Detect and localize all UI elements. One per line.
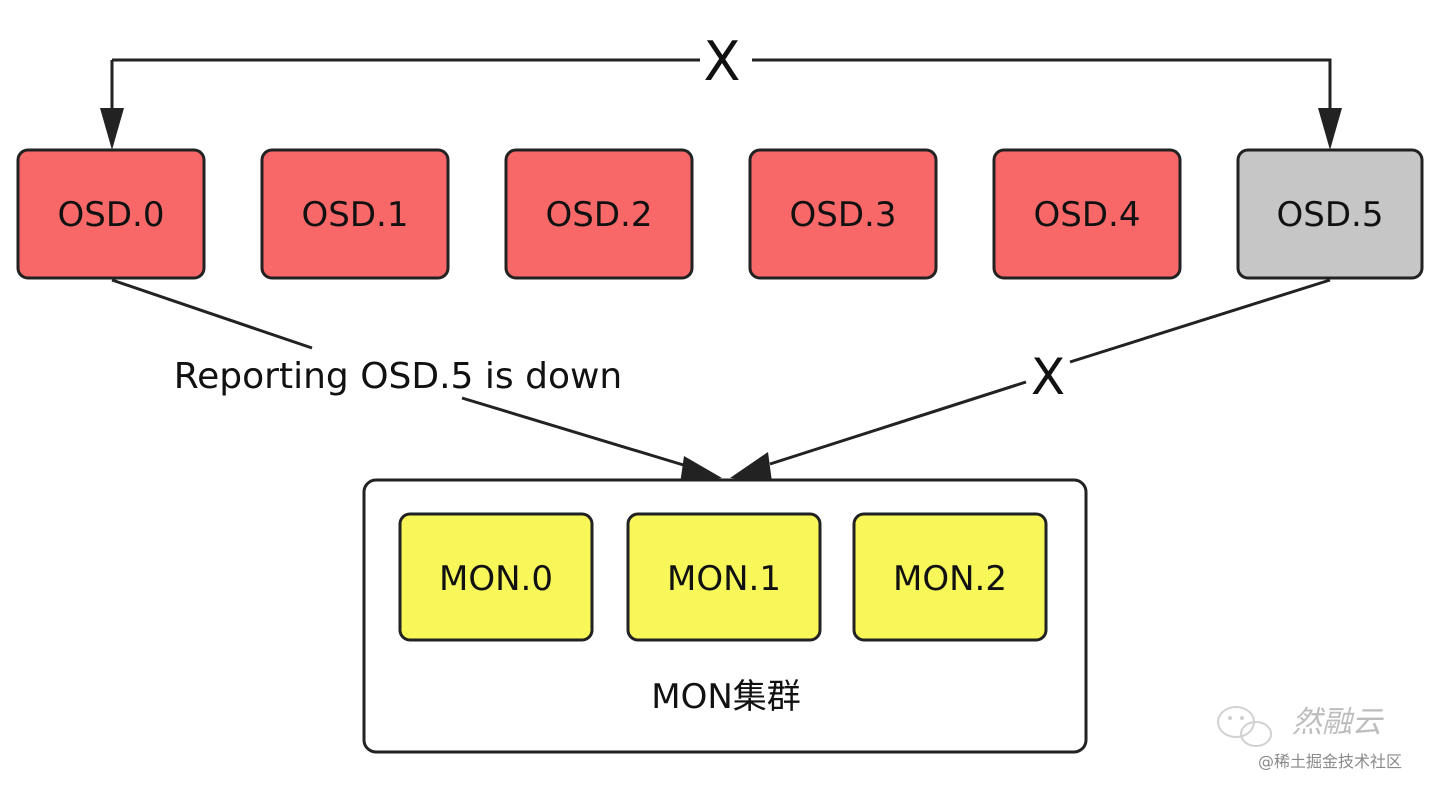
mon-node-2-box: [852, 512, 1048, 642]
mon-node-1: MON.1: [626, 512, 822, 642]
mon-node-1-label: MON.1: [667, 559, 781, 599]
osd-node-2-box: [504, 148, 694, 280]
osd0-osd5-heartbeat-connector: X: [100, 30, 1342, 150]
mon-node-1-box: [626, 512, 822, 642]
osd5-cross-mark: X: [1031, 348, 1065, 406]
osd-node-5-label: OSD.5: [1277, 195, 1384, 235]
watermark-brand: 然融云: [1292, 705, 1384, 740]
osd-node-0-box: [16, 148, 206, 280]
report-label: Reporting OSD.5 is down: [174, 356, 623, 397]
osd-node-5: OSD.5: [1236, 148, 1424, 280]
osd-node-4-box: [992, 148, 1182, 280]
osd-node-3-box: [748, 148, 938, 280]
osd-node-4-label: OSD.4: [1034, 195, 1141, 235]
report-line-lower: [461, 396, 701, 472]
osd-node-1: OSD.1: [260, 148, 450, 280]
mon-node-0: MON.0: [398, 512, 594, 642]
blocked-line-upper: [1069, 278, 1331, 364]
osd-node-1-box: [260, 148, 450, 280]
arrowhead-to-osd5: [1318, 108, 1342, 150]
top-cross-mark: X: [704, 30, 741, 93]
mon-cluster: MON.0 MON.1 MON.2 MON集群: [362, 478, 1088, 754]
osd0-report-edge: Reporting OSD.5 is down: [111, 278, 722, 484]
osd-node-1-label: OSD.1: [302, 195, 409, 235]
osd-node-2: OSD.2: [504, 148, 694, 280]
osd-node-4: OSD.4: [992, 148, 1182, 280]
blocked-line-lower: [769, 380, 1027, 466]
wechat-icon: [1217, 706, 1272, 747]
osd5-blocked-edge: X: [730, 278, 1331, 482]
osd-node-0: OSD.0: [16, 148, 206, 280]
arrowhead-to-osd0: [100, 108, 124, 150]
arrowhead-report-to-mon: [680, 456, 722, 484]
mon-node-2: MON.2: [852, 512, 1048, 642]
mon-cluster-label: MON集群: [651, 677, 801, 717]
osd-node-3: OSD.3: [748, 148, 938, 280]
osd-node-2-label: OSD.2: [546, 195, 653, 235]
watermark-site: @稀土掘金技术社区: [1258, 752, 1402, 771]
report-line-upper: [111, 278, 313, 350]
mon-node-0-label: MON.0: [439, 559, 553, 599]
top-line-right: [752, 58, 1332, 110]
osd-node-3-label: OSD.3: [790, 195, 897, 235]
arrowhead-blocked-to-mon: [730, 452, 772, 482]
osd-node-5-box: [1236, 148, 1424, 280]
osd-node-0-label: OSD.0: [58, 195, 165, 235]
osd-row: OSD.0 OSD.1 OSD.2 OSD.3 OSD.4 OSD.5: [16, 148, 1424, 280]
watermark: 然融云 @稀土掘金技术社区: [1217, 705, 1402, 771]
mon-node-0-box: [398, 512, 594, 642]
mon-node-2-label: MON.2: [893, 559, 1007, 599]
